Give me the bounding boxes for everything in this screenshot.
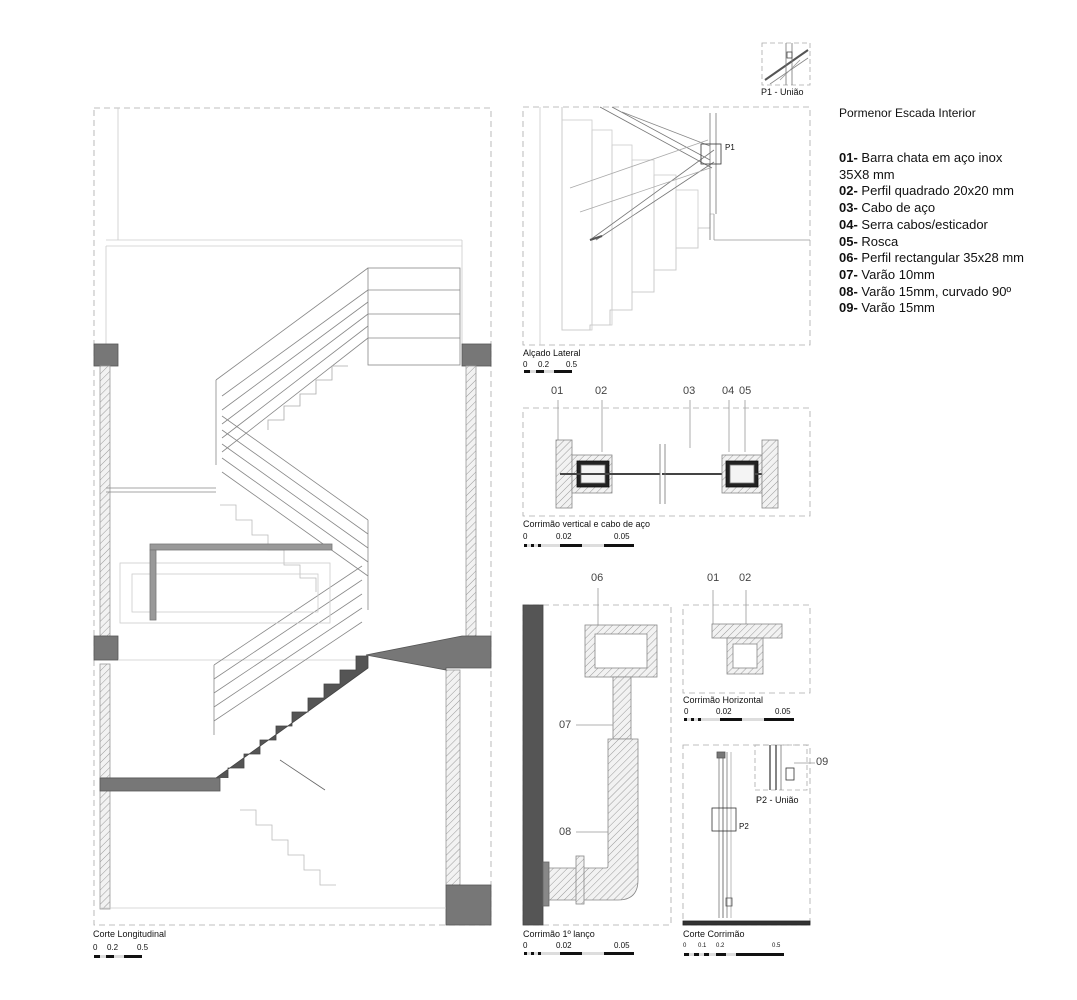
scale-bars [94, 370, 794, 958]
scale-tick: 0.05 [614, 532, 630, 541]
legend-item: 02- Perfil quadrado 20x20 mm [839, 183, 1014, 199]
callout-09: 09 [816, 756, 829, 768]
legend-item: 03- Cabo de aço [839, 200, 936, 216]
scale-tick: 0.5 [772, 943, 781, 949]
callout-07: 07 [559, 719, 572, 731]
alcado-lateral-drawing [522, 106, 811, 346]
callout-01: 01 [551, 385, 564, 397]
legend-item: 01- Barra chata em aço inox 35X8 mm [839, 150, 1003, 182]
callout-02: 02 [739, 572, 752, 584]
legend-item: 06- Perfil rectangular 35x28 mm [839, 250, 1024, 266]
p2-caption: P2 - União [756, 795, 799, 805]
scale-tick: 0.2 [538, 360, 550, 369]
callout-01: 01 [707, 572, 720, 584]
corrimao-horizontal-drawing [682, 590, 811, 694]
scale-tick: 0 [684, 707, 689, 716]
p1-caption: P1 - União [761, 87, 804, 97]
scale-tick: 0.02 [556, 941, 572, 950]
callout-06: 06 [591, 572, 604, 584]
alcado-lateral-caption: Alçado Lateral [523, 348, 581, 358]
corrimao-vertical-drawing [522, 400, 811, 517]
scale-tick: 0.1 [698, 943, 707, 949]
legend-item: 08- Varão 15mm, curvado 90º [839, 283, 1012, 299]
scale-tick: 0 [683, 943, 687, 949]
callout-02: 02 [595, 385, 608, 397]
scale-tick: 0.5 [137, 943, 149, 952]
scale-tick: 0.2 [716, 943, 725, 949]
corte-longitudinal-caption: Corte Longitudinal [93, 929, 167, 939]
scale-tick: 0.5 [566, 360, 578, 369]
scale-tick: 0 [523, 532, 528, 541]
p2-marker: P2 [739, 822, 749, 831]
legend-item: 04- Serra cabos/esticador [839, 216, 988, 232]
scale-tick: 0 [93, 943, 98, 952]
corrimao-vertical-caption: Corrimão vertical e cabo de aço [523, 519, 651, 529]
corte-corrimao-caption: Corte Corrimão [683, 929, 745, 939]
corrimao-1-lanco-caption: Corrimão 1º lanço [523, 929, 595, 939]
corrimao-horizontal-caption: Corrimão Horizontal [683, 695, 764, 705]
materials-legend: 01- Barra chata em aço inox 35X8 mm 02- … [839, 150, 1029, 317]
legend-item: 09- Varão 15mm [839, 300, 935, 316]
legend-item: 07- Varão 10mm [839, 266, 935, 282]
p1-union-drawing [761, 42, 811, 86]
scale-tick: 0.2 [107, 943, 119, 952]
p1-marker: P1 [725, 143, 735, 152]
scale-tick: 0.05 [614, 941, 630, 950]
scale-tick: 0 [523, 360, 528, 369]
corte-corrimao-drawing [682, 744, 815, 926]
legend-item: 05- Rosca [839, 233, 899, 249]
callout-04: 04 [722, 385, 735, 397]
corrimao-1-lanco-drawing [522, 588, 672, 926]
corte-longitudinal-drawing [93, 107, 492, 926]
callout-05: 05 [739, 385, 752, 397]
scale-tick: 0 [523, 941, 528, 950]
scale-tick: 0.02 [716, 707, 732, 716]
callout-03: 03 [683, 385, 696, 397]
sheet-title: Pormenor Escada Interior [839, 106, 976, 120]
callout-08: 08 [559, 826, 572, 838]
scale-tick: 0.05 [775, 707, 791, 716]
scale-tick: 0.02 [556, 532, 572, 541]
